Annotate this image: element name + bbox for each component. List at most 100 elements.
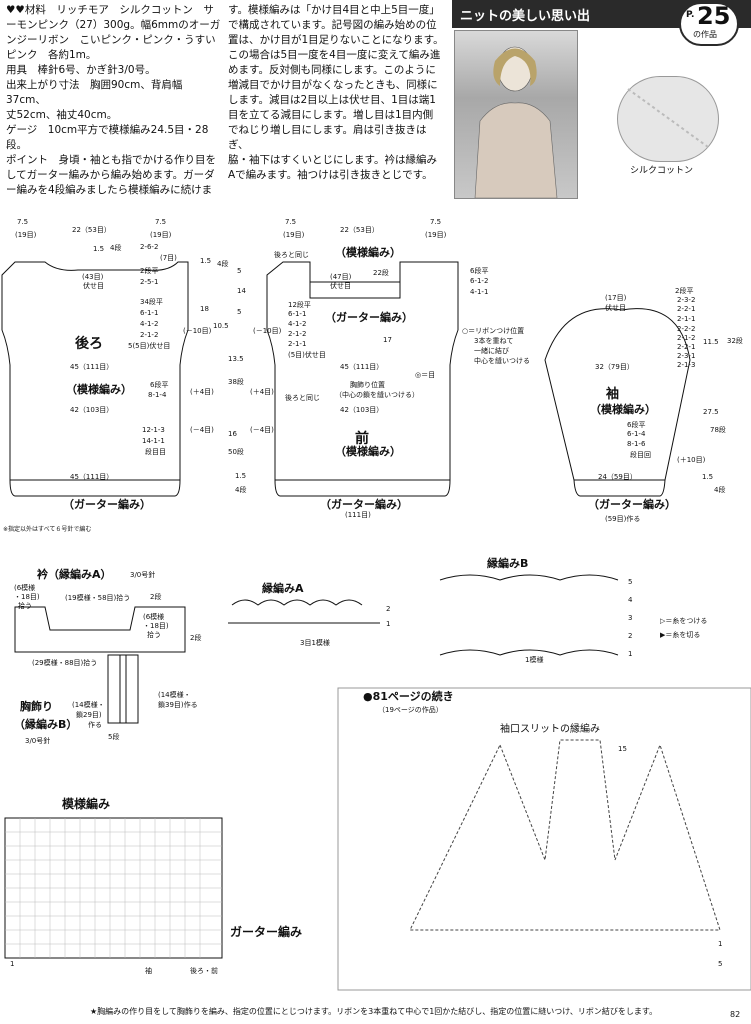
front-dim: 50段 [228,448,244,456]
sleeve-dim: 11.5 [703,338,719,346]
back-dim: 2段平 [140,267,159,275]
edge-b-mark: 2 [628,632,633,640]
legend-attach: ▷＝糸をつける [660,617,708,625]
slit-mark: 15 [618,745,627,753]
sleeve-dim: 78段 [710,426,726,434]
back-title: 後ろ [75,336,103,352]
front-dim: 4-1-2 [288,320,307,328]
intro-line: 増減目でかけ目がなくなったときも、同様に [228,79,438,91]
sleeve-dim: 27.5 [703,408,719,416]
intro-line: この場合は5目一度を4目一度に変えて編み進 [228,49,441,61]
front-dim: (111目) [345,511,371,519]
intro-line: で構成されています。記号図の編み始めの位 [228,19,437,31]
sleeve-dim: 伏せ目 [605,304,626,312]
sleeve-dim: (17目) [605,294,627,302]
front-dim: 2-1-2 [288,330,307,338]
back-piece-outline [1,261,189,497]
chest-title: 胸飾り [20,700,53,713]
collar-label: (6模様 [143,613,165,621]
sleeve-dim: 段目回 [630,451,651,459]
sleeve-dim: 2-3-2 [677,296,696,304]
intro-line: でねじり増し目にします。肩は引き抜きはぎ、 [228,124,427,151]
sleeve-dim: (＋10目) [677,456,706,464]
sleeve-dim: 2-1-2 [677,334,696,342]
ribbon-note-2: 3本を重ねて [474,337,514,345]
back-dim: 12-1-3 [142,426,165,434]
chest-label: 鎖29目) [76,711,102,719]
intro-line: す。模様編みは「かけ目4目と中上5目一度」 [228,4,440,16]
back-dim: (19目) [150,231,172,239]
sleeve-dim: 2-2-1 [677,343,696,351]
front-dim: 14 [237,287,246,295]
front-dim: 22段 [373,269,389,277]
front-dim: (－4目) [250,426,274,434]
front-dim: 7.5 [430,218,442,226]
chart-garter: ガーター編み [230,925,303,939]
collar-label: (19模様・58目)拾う [65,594,131,602]
chest-note-2: （中心の鎖を縫いつける） [335,391,419,399]
back-dim: 45（111目） [70,473,114,481]
front-dim: 伏せ目 [330,282,351,290]
back-dim: 6-1-1 [140,309,159,317]
collar-label: ・18目) [14,593,40,601]
front-dim: 4段 [217,260,229,268]
sleeve-garter-label: （ガーター編み） [588,498,676,511]
back-dim: (19目) [15,231,37,239]
slit-edging-title: 袖口スリットの縁編み [500,724,600,735]
sleeve-dim: 24（59目） [598,473,637,481]
intro-column-1: ♥♥材料 リッチモア シルクコットン サ ーモンピンク（27）300g。幅6mm… [6,3,221,198]
intro-line: します。減目は2目以上は伏せ目、1目は端1 [228,94,436,106]
back-dim: 42（103目） [70,406,114,414]
back-garter-label: （ガーター編み） [63,498,151,511]
chest-mark: ◎＝目 [415,371,436,379]
chest-label: (14模様・ [158,691,191,699]
ribbon-note-4: 中心を縫いつける [474,357,530,365]
swatch-texture [627,88,709,148]
collar-outline [14,606,186,653]
intro-line: ♥♥材料 リッチモア シルクコットン サ [6,4,214,16]
edge-a-mark: 1 [386,620,391,628]
front-dim: 2-1-1 [288,340,307,348]
badge-p: P. [686,10,695,20]
intro-line: ポイント 身頃・袖とも指でかける作り目を [6,154,216,166]
front-dim: 6段平 [470,267,489,275]
page-number: 82 [730,1010,741,1019]
edge-b-mark: 1 [628,650,633,658]
chest-label: 鎖39目)作る [158,701,198,709]
ribbon-note-3: 一緒に結び [474,347,509,355]
edge-b-top [439,574,619,581]
collar-label: (29模様・88目)拾う [32,659,98,667]
footer-note: ★胸編みの作り目をして胸飾りを編み、指定の位置にとじつけます。リボンを3本重ねて… [90,1007,658,1016]
chest-label: 5段 [108,733,120,741]
sleeve-dim: 2-1-1 [677,315,696,323]
sleeve-dim: 2-2-1 [677,305,696,313]
back-dim: 5(5目)伏せ目 [128,342,171,350]
chest-label: 作る [88,721,102,729]
intro-line: 丈52cm、袖丈40cm。 [6,109,118,121]
collar-label: 拾う [147,631,161,639]
continued-box [337,687,751,991]
back-dim: 22（53目） [72,226,111,234]
intro-line: ー編みを4段編みましたら模様編みに続けま [6,184,213,196]
slit-mark: 5 [718,960,723,968]
back-dim: (＋4目) [190,388,214,396]
chest-note-1: 胸飾り位置 [350,381,385,389]
collar-label: 2段 [190,634,202,642]
edge-a-symbols [231,599,363,606]
yarn-swatch [617,76,719,162]
sleeve-dim: 6-1-4 [627,430,646,438]
front-dim: 13.5 [228,355,244,363]
back-dim: 伏せ目 [83,282,104,290]
ribbon-note-1: ○＝リボンつけ位置 [462,327,525,335]
front-piece-outline [266,261,459,497]
back-dim: 2-6-2 [140,243,159,251]
front-dim: (19目) [283,231,305,239]
front-title: 前 [355,431,369,447]
intro-column-2: す。模様編みは「かけ目4目と中上5目一度」 で構成されています。記号図の編み始め… [228,3,446,183]
sleeve-dim: 32段 [727,337,743,345]
page-badge: P. 25 の作品 [679,2,739,46]
front-dim: 4-1-1 [470,288,489,296]
front-dim: 45（111目） [340,363,384,371]
front-pattern-label: （模様編み） [335,445,401,458]
back-dim: (43目) [82,273,104,281]
